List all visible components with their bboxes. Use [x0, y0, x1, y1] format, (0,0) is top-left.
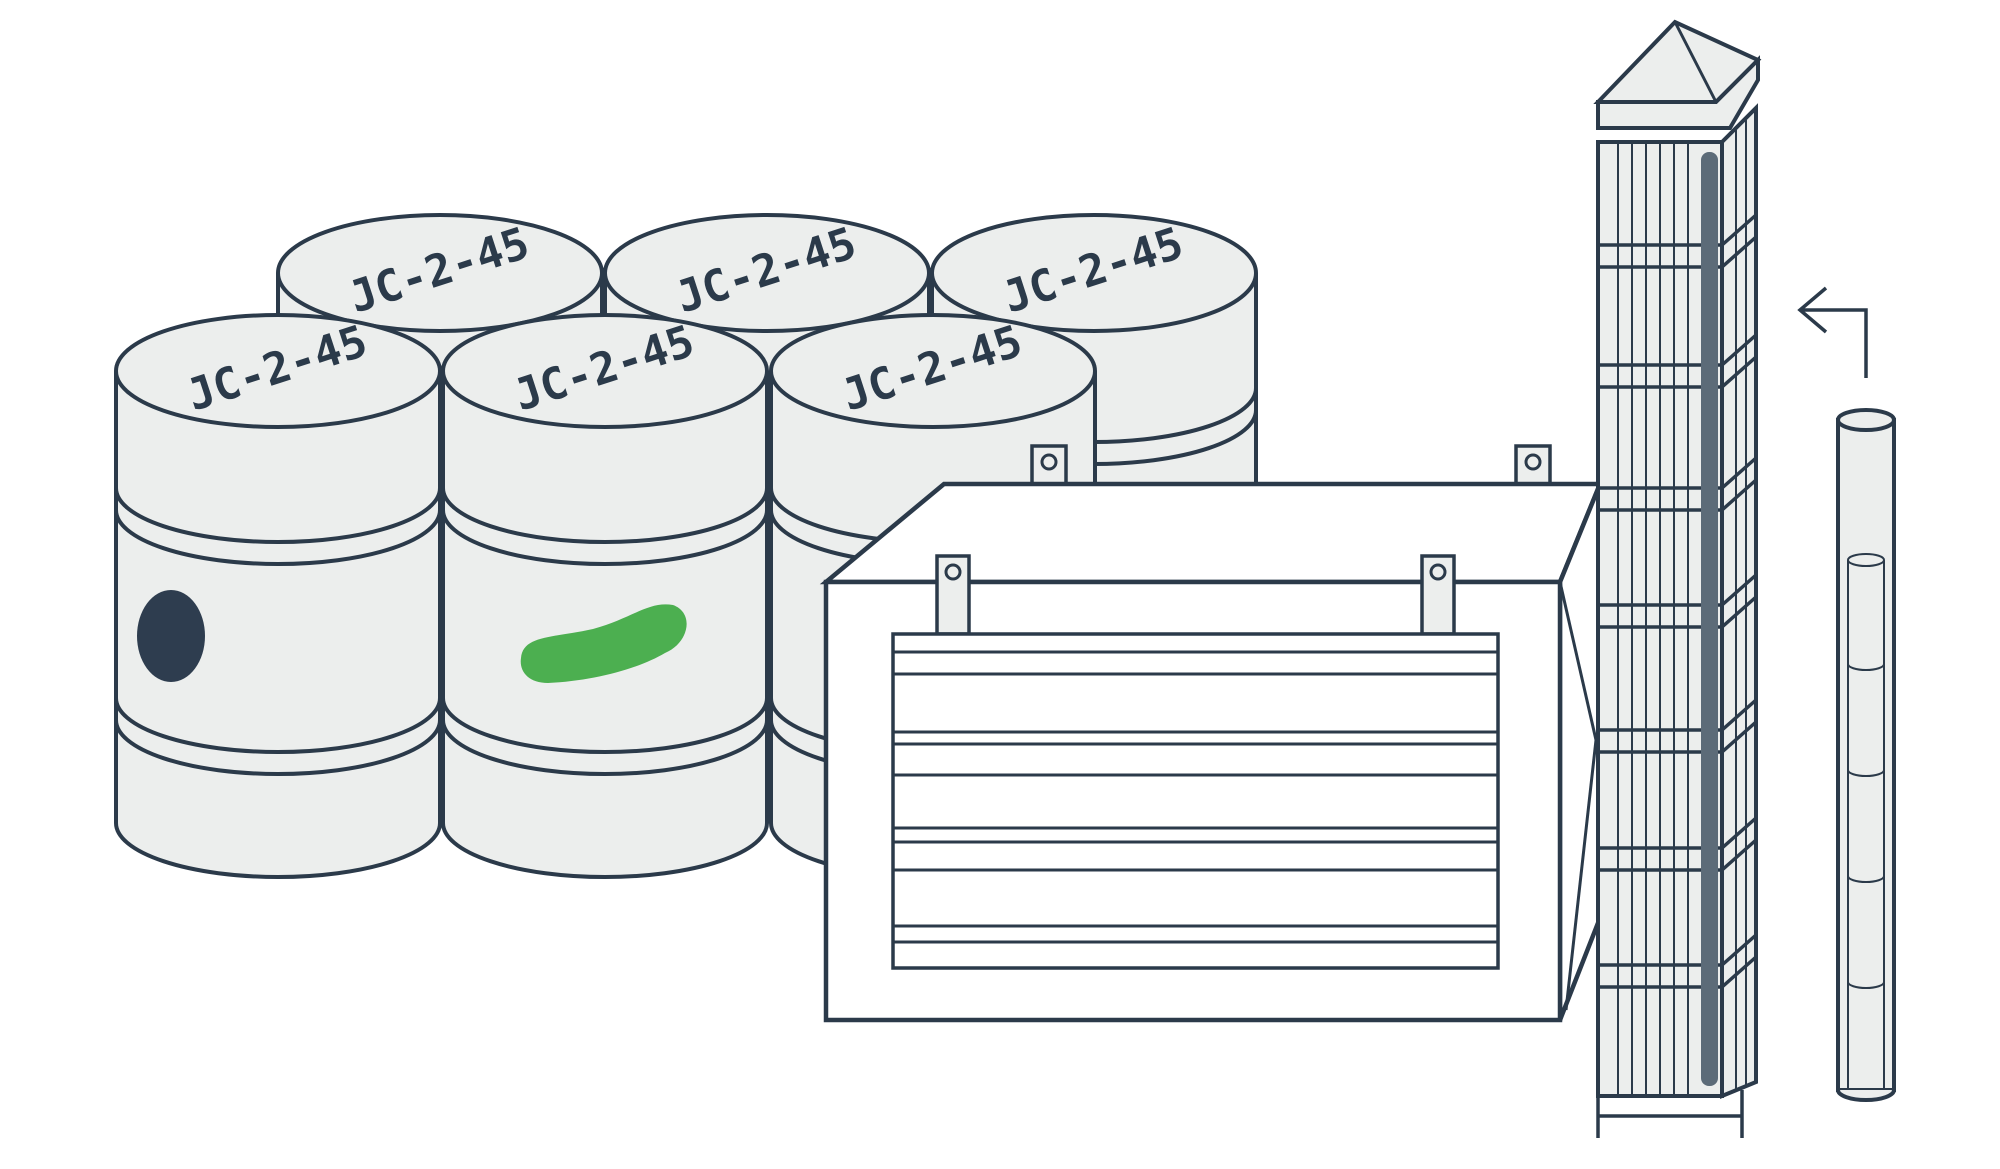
front-lift-lug-left	[935, 554, 971, 636]
storage-container	[819, 444, 1604, 1023]
drum-front-1: JC-2-45	[114, 313, 442, 879]
tower-dark-rod	[1701, 152, 1718, 1086]
slim-tube	[1836, 408, 1896, 1102]
louvered-panel	[891, 632, 1500, 970]
green-paint-mark	[520, 604, 687, 683]
stacked-column-tower	[1593, 19, 1762, 1138]
top-lift-lug-left	[1030, 444, 1068, 488]
drum-front-2: JC-2-45	[441, 313, 769, 879]
navy-spot-mark	[137, 590, 205, 682]
tower-base-stand	[1596, 1090, 1744, 1138]
tower-cap	[1593, 19, 1762, 130]
top-lift-lug-right	[1514, 444, 1552, 488]
front-lift-lug-right	[1420, 554, 1456, 636]
return-arrow-left-icon	[1797, 286, 1868, 378]
